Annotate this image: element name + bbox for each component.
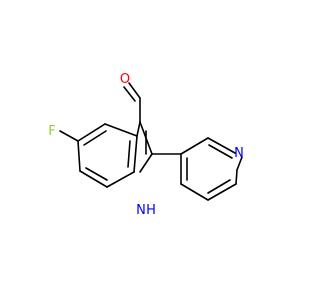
pyridine-nitrogen-label: N [234,146,244,161]
bond-c2-n1 [139,153,153,173]
bond-c7-c7a [106,171,135,188]
pyridine-ring [180,137,243,201]
bond-c3a-c4 [104,123,138,137]
bond-c6-c7 [79,170,108,188]
double-bond-c2p-n1p [208,144,233,159]
bond-c6p-c5p [235,169,238,185]
bond-c5-f [59,130,79,142]
indole-nitrogen-label: N [136,203,146,218]
double-bond-c4-c5 [83,130,107,146]
molecule-structure: F O N N H [48,72,244,218]
double-bond-c7a-c3a [127,140,131,168]
bond-c5p-c4p [207,183,237,201]
bond-c3a-c3 [136,121,141,137]
indole-hydrogen-label: H [146,203,156,218]
double-bond-c5p-c4p [207,179,231,194]
bond-c4p-c3p-b [180,183,209,201]
bond-c5-c6 [77,140,81,172]
pyrrole-ring [133,121,153,173]
fluorine-label: F [48,124,55,139]
aldehyde-group [123,82,141,123]
bond-c2p-n1p [207,137,236,154]
oxygen-label: O [120,72,130,87]
double-bond-cho-o [123,86,136,102]
bond-cho-o [128,82,141,99]
double-bond-c6-c7 [85,167,108,181]
benzene-ring [77,123,138,188]
bond-n1p-c6p [236,156,243,171]
bond-c3p-c2p [180,137,209,155]
bond-c4-c5 [77,123,106,142]
bond-c7a-c3a [133,135,138,173]
